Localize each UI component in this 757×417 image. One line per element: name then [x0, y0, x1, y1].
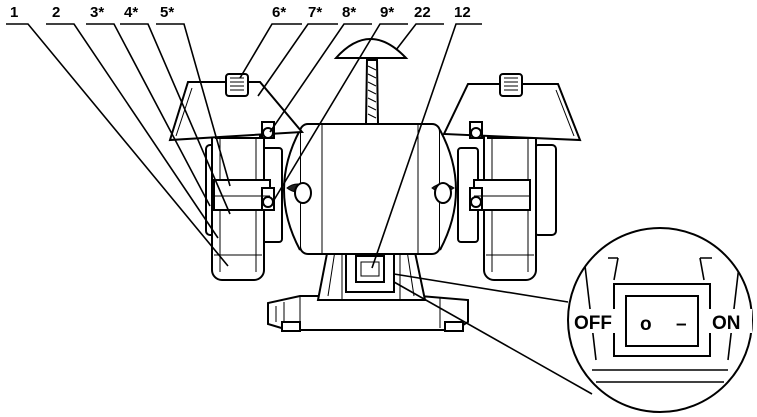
callout-label-9: 9* [380, 4, 394, 21]
leader-line-12 [371, 23, 482, 269]
callout-label-8: 8* [342, 4, 356, 21]
callouts: 1 2 3* 4* 5* 6* 7* 8* 9* 22 12 [6, 4, 482, 269]
leader-line-1 [6, 23, 229, 267]
leader-line-6 [239, 23, 302, 79]
zoom-line-bottom [393, 281, 593, 395]
bench-grinder [168, 38, 582, 332]
callout-label-4: 4* [124, 4, 138, 21]
callout-label-1: 1 [10, 4, 18, 21]
callout-label-7: 7* [308, 4, 322, 21]
switch-detail: o – OFF ON [393, 227, 753, 413]
switch-off-symbol: o [640, 314, 652, 335]
zoom-line-top [393, 273, 569, 303]
callout-label-3: 3* [90, 4, 104, 21]
motor-housing [283, 123, 457, 255]
switch-off-label: OFF [574, 313, 612, 334]
switch-on-symbol: – [676, 314, 687, 335]
leader-line-7 [257, 23, 338, 97]
leader-line-5 [156, 23, 231, 187]
left-wheel-assembly [168, 73, 305, 281]
right-wheel-assembly [442, 73, 582, 281]
leader-line-2 [46, 23, 219, 239]
callout-label-5: 5* [160, 4, 174, 21]
callout-label-12: 12 [454, 4, 471, 21]
lamp [333, 38, 409, 125]
leader-line-9 [273, 23, 408, 201]
leader-line-22 [395, 23, 444, 51]
callout-label-2: 2 [52, 4, 60, 21]
leader-line-4 [120, 23, 231, 215]
base [267, 295, 469, 332]
on-label-backing [708, 309, 752, 333]
callout-label-22: 22 [414, 4, 431, 21]
leader-line-8 [269, 23, 372, 133]
off-label-backing [572, 309, 622, 333]
leader-line-3 [86, 23, 211, 207]
callout-label-6: 6* [272, 4, 286, 21]
switch-on-label: ON [712, 313, 741, 334]
